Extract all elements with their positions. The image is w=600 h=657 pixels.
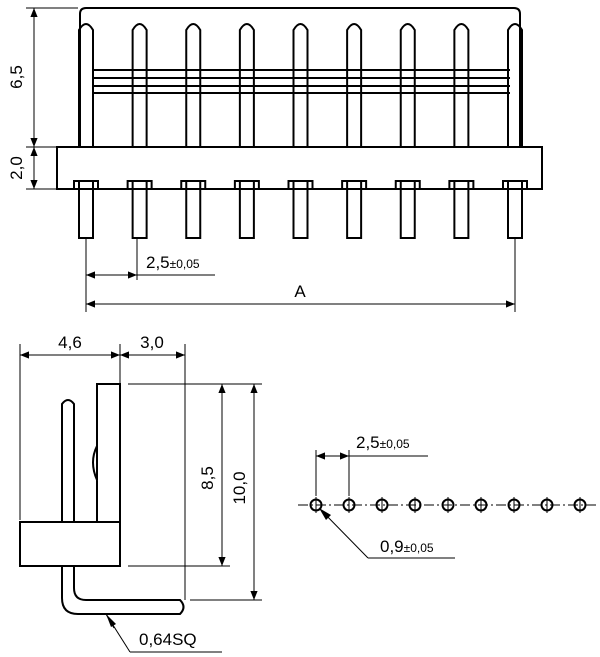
dim-offset: 4,6 <box>19 333 121 520</box>
dim-height-body-label: 2,0 <box>7 156 26 180</box>
front-pin <box>448 23 475 239</box>
front-pin <box>341 23 368 239</box>
dim-height-total-label: 10,0 <box>230 471 249 504</box>
side-pin-vertical <box>61 399 75 522</box>
dim-pitch: 2,5±0,05 <box>85 238 215 312</box>
dim-depth: 3,0 <box>120 333 186 600</box>
dim-overall-label: A <box>294 282 306 301</box>
side-pin-bent <box>61 566 185 615</box>
front-frame-top <box>79 7 521 147</box>
holes <box>309 497 587 513</box>
hole <box>540 497 554 513</box>
hole <box>507 497 521 513</box>
dim-height-body: 2,0 <box>7 146 57 190</box>
hole <box>375 497 389 513</box>
hole <box>309 497 323 513</box>
hole-dim-pitch: 2,5±0,05 <box>315 433 428 496</box>
front-pin <box>394 23 421 239</box>
dim-overall: A <box>86 238 516 312</box>
dim-heights: 8,5 10,0 <box>128 383 262 601</box>
front-pin <box>73 23 99 239</box>
hole <box>474 497 488 513</box>
hole-pattern: 2,5±0,05 0,9±0,05 <box>298 433 598 559</box>
dim-pin: 0,64SQ <box>105 613 222 653</box>
dim-offset-label: 4,6 <box>58 333 82 352</box>
side-housing-base <box>19 521 121 567</box>
dim-pitch-label: 2,5±0,05 <box>146 253 200 272</box>
front-view: 6,5 2,0 2,5±0,05 A <box>7 7 543 312</box>
hole-dim-diameter: 0,9±0,05 <box>319 508 455 559</box>
side-view: 4,6 3,0 8,5 10,0 0,64SQ <box>19 333 262 653</box>
front-pin <box>287 23 314 239</box>
dim-height-inner-label: 8,5 <box>198 466 217 490</box>
front-pin <box>233 23 260 239</box>
front-bars <box>94 69 510 94</box>
dim-height-above: 6,5 <box>7 7 78 147</box>
front-pin <box>502 23 528 239</box>
front-body <box>56 146 543 190</box>
hole <box>342 497 356 513</box>
front-pin <box>126 23 153 239</box>
side-housing-wall <box>92 383 121 522</box>
front-pins <box>73 23 528 239</box>
hole <box>441 497 455 513</box>
hole-dim-pitch-label: 2,5±0,05 <box>356 433 410 452</box>
hole <box>573 497 587 513</box>
dim-height-above-label: 6,5 <box>7 65 26 89</box>
hole-dim-diameter-label: 0,9±0,05 <box>380 537 434 556</box>
front-pin <box>180 23 207 239</box>
dim-depth-label: 3,0 <box>140 333 164 352</box>
dim-pin-label: 0,64SQ <box>139 630 197 649</box>
hole <box>408 497 422 513</box>
